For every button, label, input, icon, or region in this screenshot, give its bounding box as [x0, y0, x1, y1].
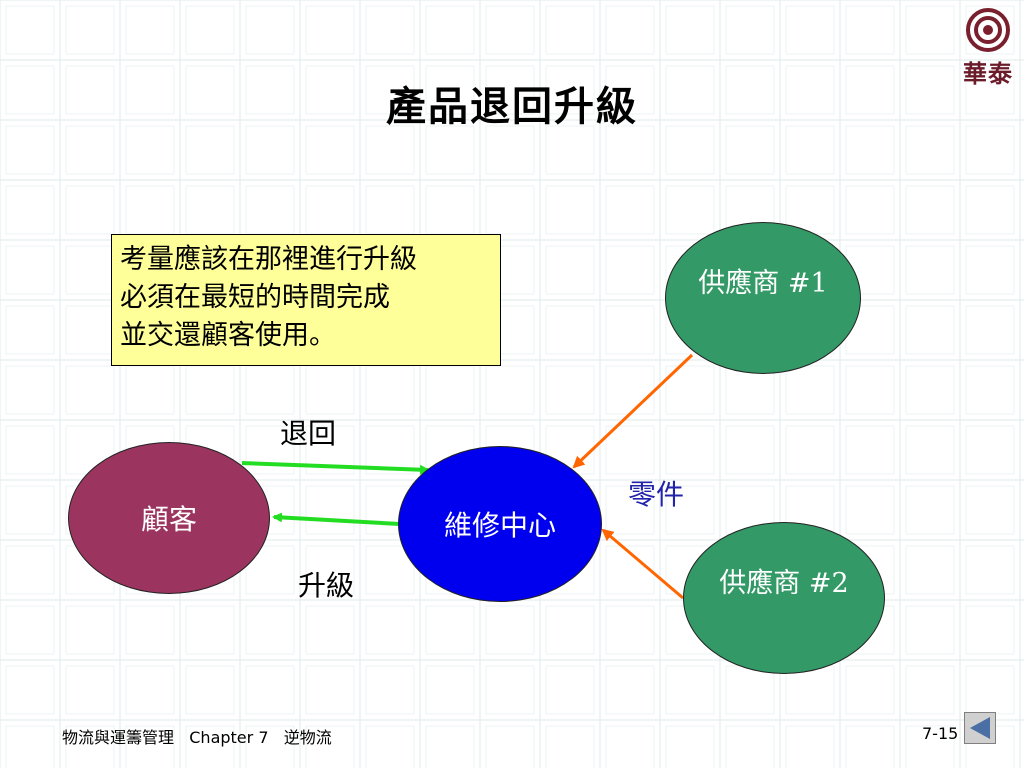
upgrade-arrow	[272, 512, 401, 526]
supplier2-label: 供應商 #2	[719, 568, 849, 599]
company-logo: 華泰	[958, 6, 1018, 88]
logo-rings-icon	[966, 8, 1010, 52]
logo-text: 華泰	[963, 59, 1013, 88]
repair-center-label: 維修中心	[443, 509, 556, 542]
back-triangle-icon[interactable]	[964, 712, 996, 744]
supplier2-parts-arrow	[601, 528, 684, 600]
parts-label: 零件	[628, 478, 685, 511]
slide-title: 產品退回升級	[386, 83, 638, 130]
note-line: 考量應該在那裡進行升級	[120, 244, 417, 275]
supplier1-parts-arrow	[572, 353, 694, 469]
repair-center-node: 維修中心	[398, 446, 602, 602]
customer-node: 顧客	[68, 442, 270, 594]
supplier2-node: 供應商 #2	[683, 522, 885, 674]
return-label: 退回	[280, 417, 337, 450]
return-arrow	[241, 461, 430, 475]
page-number: 7-15	[922, 724, 959, 743]
note-box: 考量應該在那裡進行升級 必須在最短的時間完成 並交還顧客使用。	[111, 234, 501, 366]
supplier1-label: 供應商 #1	[698, 268, 828, 299]
note-line: 並交還顧客使用。	[120, 320, 336, 351]
note-line: 必須在最短的時間完成	[120, 282, 390, 313]
footer-course-text: 物流與運籌管理 Chapter 7 逆物流	[62, 728, 332, 747]
supplier1-node: 供應商 #1	[665, 222, 861, 374]
customer-label: 顧客	[140, 503, 197, 536]
upgrade-label: 升級	[298, 569, 355, 602]
